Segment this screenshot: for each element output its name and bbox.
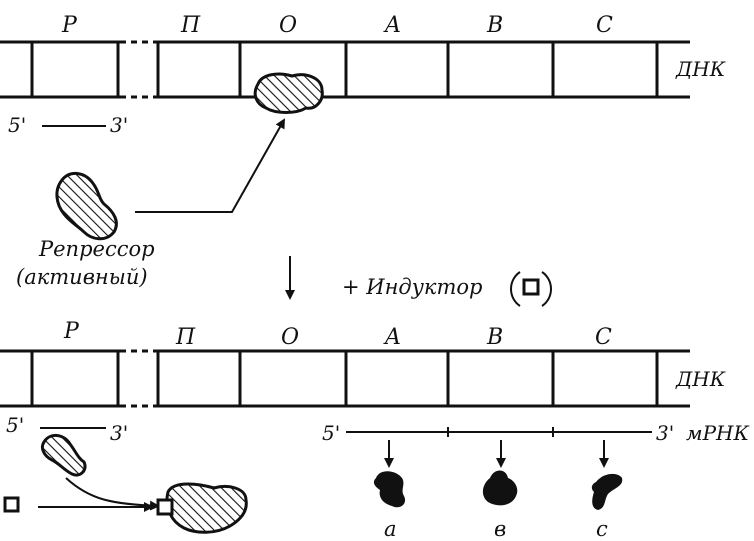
mrna-strand [346,427,652,437]
gene-label-a-top: A [383,13,401,38]
repressor-state-label: (активный) [16,265,148,289]
repressor-binding-arrow [135,118,285,213]
dna-label-bottom: ДНК [675,367,726,391]
inactive-repressor-complex-shape [165,482,248,534]
mrna-5-label: 5' [322,421,340,445]
bound-repressor-shape [253,72,324,114]
gene-label-p-bottom: P [63,319,80,344]
protein-label-c: c [596,517,608,541]
gene-label-a-bottom: A [383,325,401,350]
protein-label-a: a [384,517,397,541]
top-dna-panel: P П O A B C ДНК 5' 3' [0,13,726,289]
inductor-label: + Индуктор [342,275,482,299]
dna-strand-top [0,40,690,99]
protein-label-b: в [494,517,506,541]
gene-label-promoter-top: П [180,13,201,38]
bound-inductor-square [156,498,174,516]
protein-c-shape [591,473,623,510]
released-repressor-shape [40,434,87,477]
gene-label-promoter-bottom: П [175,325,196,350]
induction-step: + Индуктор [285,256,552,307]
dna-label-top: ДНК [675,57,726,81]
free-repressor-shape [55,172,118,241]
bottom-dna-panel: P П O A B C ДНК 5' 3' 5' [0,319,749,541]
inductor-symbol [510,271,552,307]
gene-label-operator-bottom: O [281,325,299,350]
repressor-release-arrow [65,477,160,511]
gene-label-c-bottom: C [595,325,612,350]
gene-label-c-top: C [596,13,613,38]
strand-5-bottom: 5' [6,413,24,437]
dna-strand-bottom [0,349,690,408]
gene-label-b-top: B [486,13,503,38]
gene-label-operator-top: O [279,13,297,38]
strand-3-top: 3' [110,113,128,137]
strand-5-top: 5' [8,113,26,137]
protein-b-shape [482,470,518,506]
protein-a-shape [373,471,406,508]
gene-label-b-bottom: B [486,325,503,350]
repressor-label: Репрессор [38,237,155,261]
gene-label-p-top: P [61,13,78,38]
free-inductor-square [3,496,20,513]
mrna-label: мРНК [686,421,749,445]
mrna-3-label: 3' [656,421,674,445]
strand-3-bottom: 3' [110,421,128,445]
